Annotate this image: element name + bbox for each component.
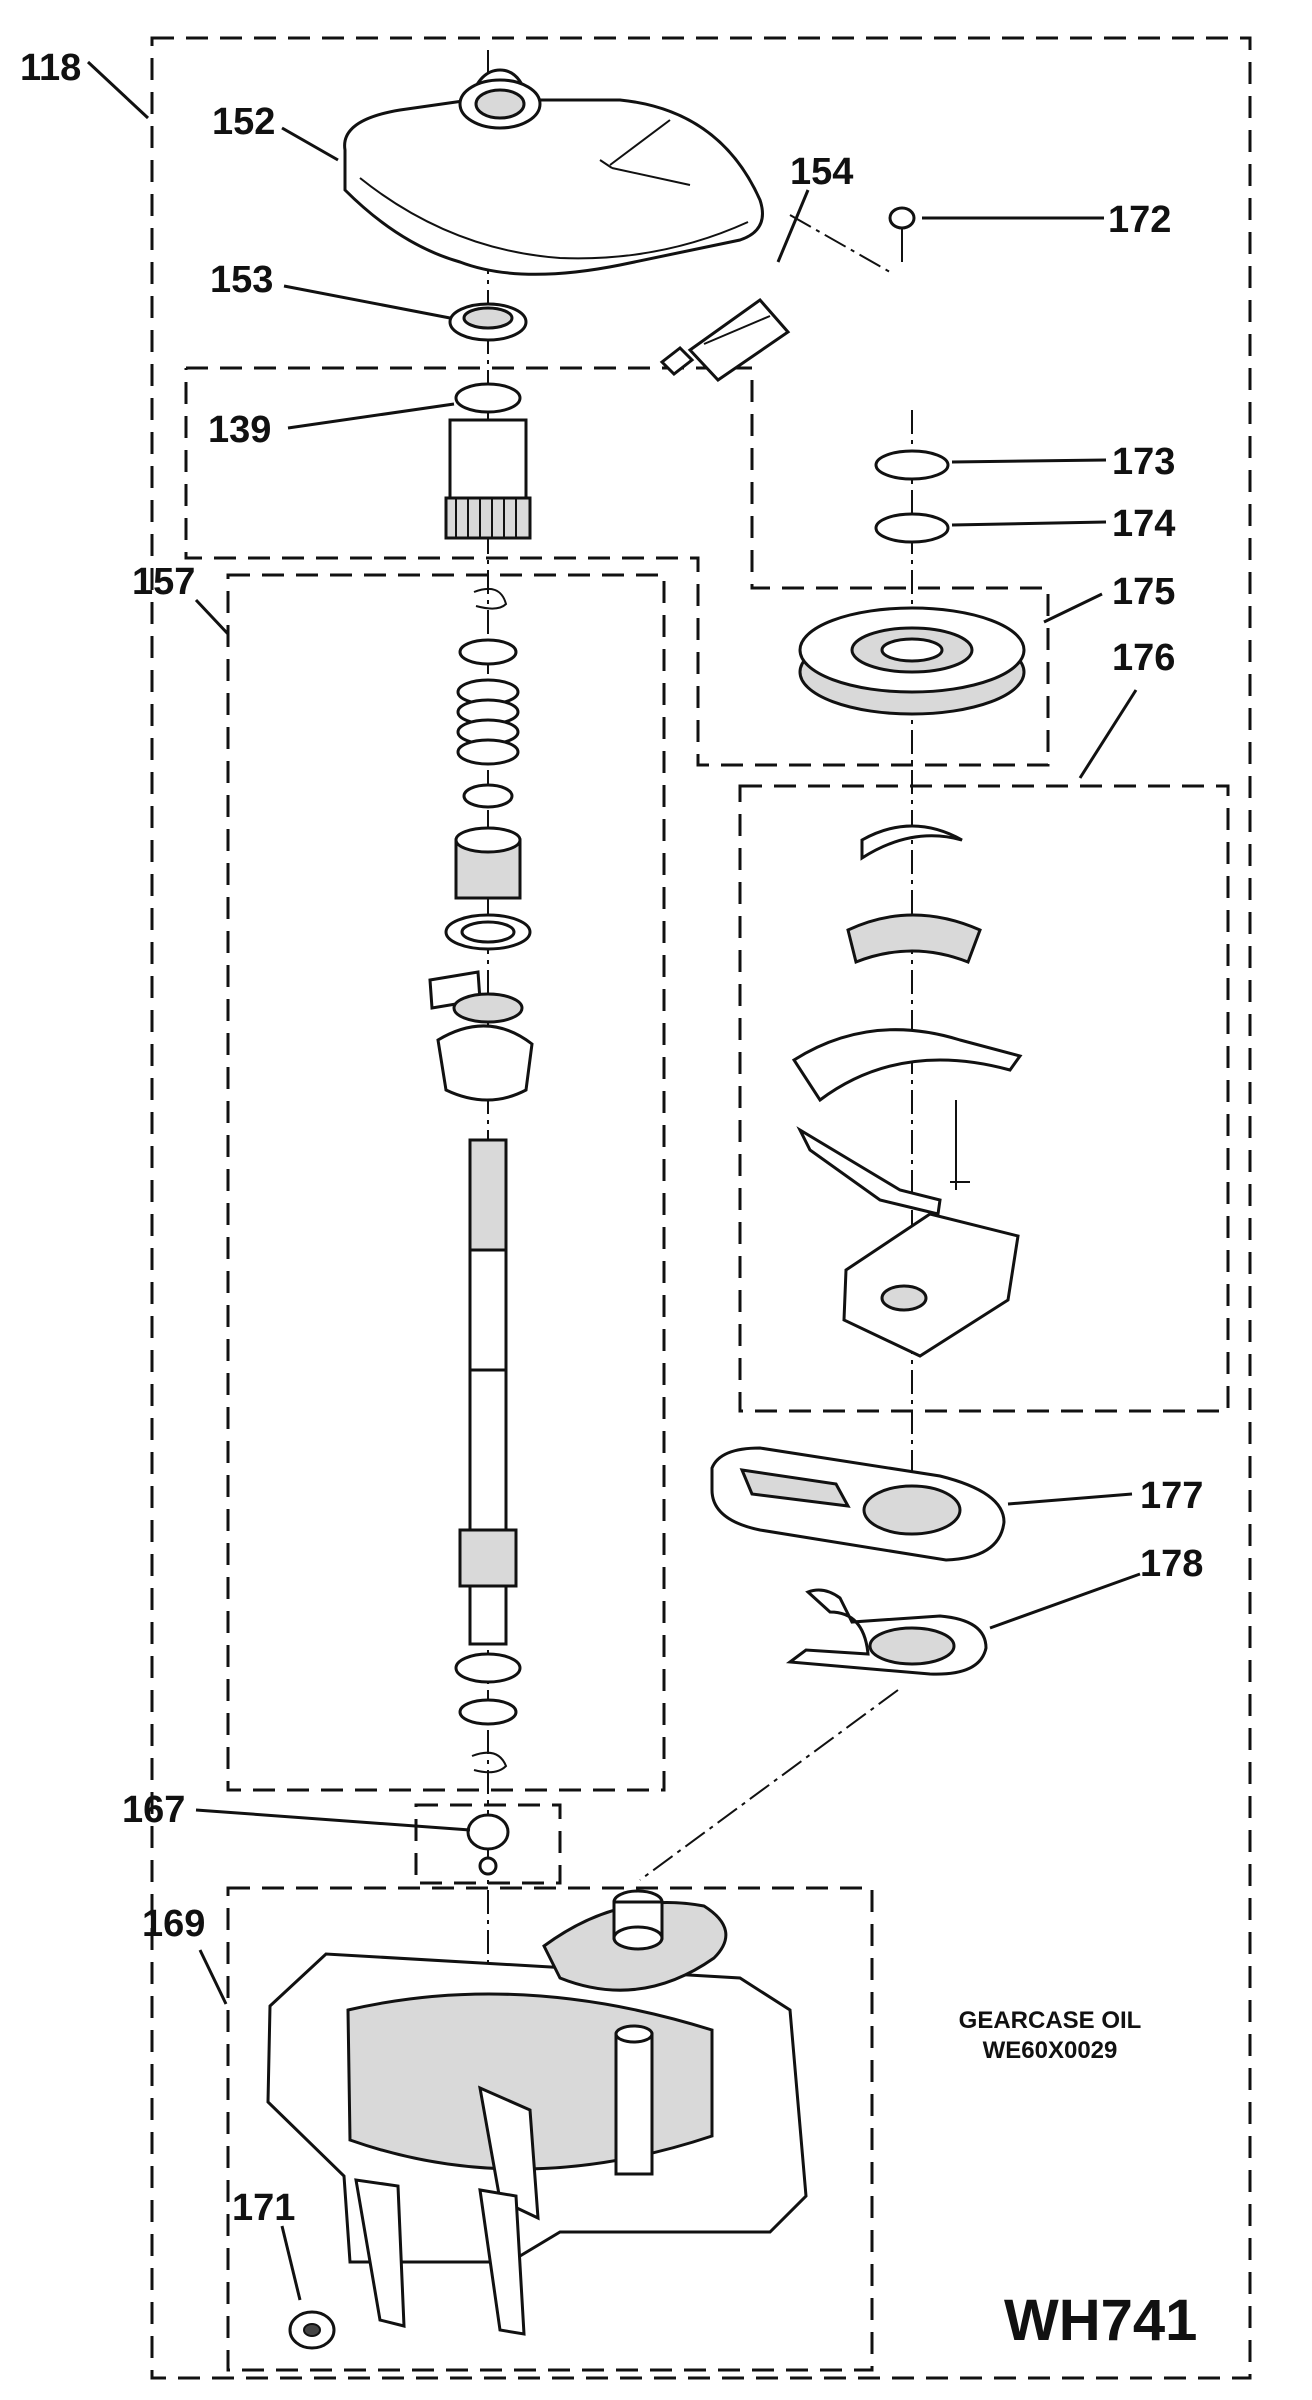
callout-139: 139 <box>208 409 271 451</box>
retaining-ring-icon <box>874 449 950 481</box>
lubricant-tube-icon <box>659 297 791 382</box>
shift-assembly-icon <box>791 824 1023 1358</box>
pinion-icon <box>444 382 532 540</box>
callout-173: 173 <box>1112 441 1175 483</box>
seal-icon <box>448 302 528 342</box>
callout-157: 157 <box>132 561 195 603</box>
callout-118: 118 <box>20 47 81 89</box>
gearcase-oil-part-number: WE60X0029 <box>983 2037 1118 2064</box>
callout-169: 169 <box>142 1903 205 1945</box>
group-box-157 <box>226 573 666 1792</box>
callout-167: 167 <box>122 1789 185 1831</box>
spring-icon <box>456 678 520 766</box>
plug-icon <box>466 1813 510 1851</box>
callout-153: 153 <box>210 259 273 301</box>
model-number: WH741 <box>1004 2288 1197 2353</box>
washer-icon <box>874 512 950 544</box>
leader-lines <box>86 60 1141 2301</box>
callout-152: 152 <box>212 101 275 143</box>
diagonal-axis <box>639 1689 899 1881</box>
callout-171: 171 <box>232 2187 295 2229</box>
callout-154: 154 <box>790 151 853 193</box>
gearcase-cover-icon <box>343 68 764 276</box>
group-box-118 <box>150 36 1252 2380</box>
callout-178: 178 <box>1140 1543 1203 1585</box>
spring-clip-icon <box>785 1588 988 1676</box>
group-box-169 <box>226 1886 874 2372</box>
gearcase-oil-label: GEARCASE OIL <box>959 2007 1142 2034</box>
group-box-139-175 <box>184 366 1050 767</box>
callout-174: 174 <box>1112 503 1175 545</box>
shift-lever-icon <box>710 1446 1006 1562</box>
gearcase-icon <box>266 1889 808 2350</box>
shaft-assembly-icon <box>428 588 534 1774</box>
callout-177: 177 <box>1140 1475 1203 1517</box>
drive-gear-icon <box>798 606 1026 716</box>
grommet-hole-icon <box>303 2323 321 2337</box>
screw-axis <box>789 214 891 273</box>
group-box-176 <box>738 784 1230 1413</box>
screw-icon <box>888 206 916 262</box>
callout-172: 172 <box>1108 199 1171 241</box>
callout-176: 176 <box>1112 637 1175 679</box>
callout-175: 175 <box>1112 571 1175 613</box>
ball-icon <box>478 1856 498 1876</box>
